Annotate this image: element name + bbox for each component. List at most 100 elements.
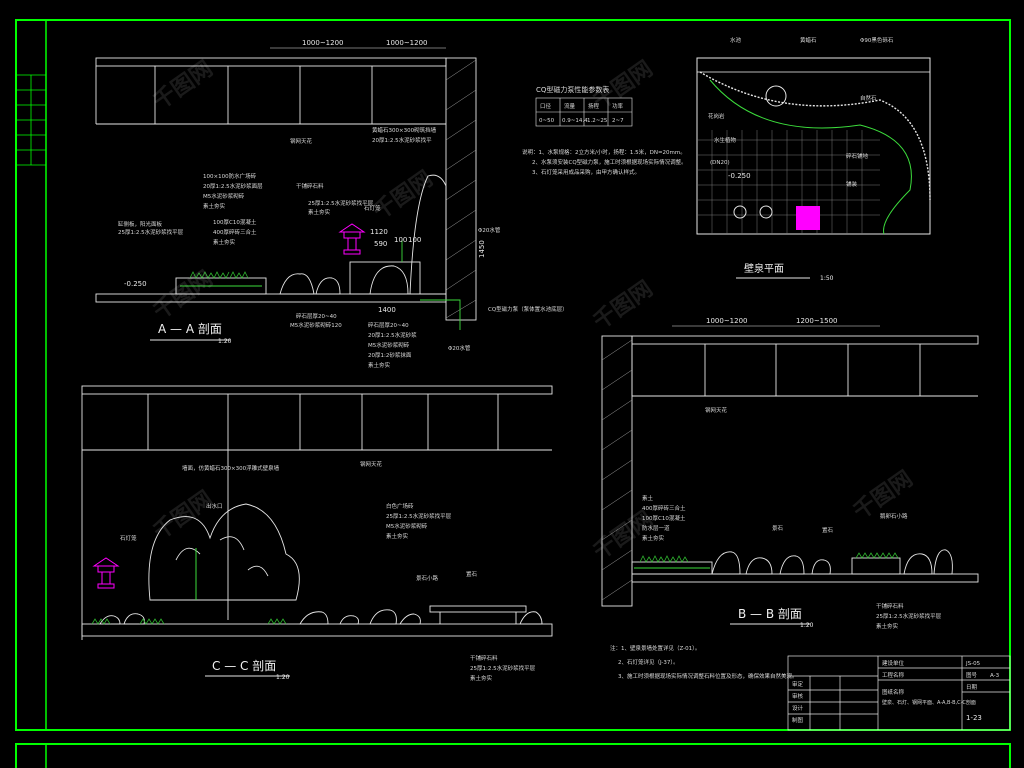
bb-bottom-callout-2: 25厚1:2.5水泥砂浆找平层 bbox=[876, 612, 942, 620]
cc-callout-3: M5水泥砂浆砌砖 bbox=[386, 522, 428, 530]
pump-value-1: 0~50 bbox=[539, 118, 555, 124]
aa-gravel-note: 碎石层厚20~40 bbox=[296, 312, 337, 320]
pump-header-2: 流量 bbox=[564, 102, 576, 110]
bb-callout-5: 素土夯实 bbox=[642, 534, 665, 542]
bb-right-callout-1: 景石 bbox=[772, 525, 784, 532]
outer-frame bbox=[15, 19, 1011, 731]
section-aa bbox=[95, 57, 477, 330]
aa-dim-fountain-3: 100 bbox=[394, 236, 407, 244]
tb-role-4: 制图 bbox=[792, 716, 804, 724]
bb-bottom-callout-1: 干铺碎石料 bbox=[876, 602, 904, 610]
cc-callout-2: 25厚1:2.5水泥砂浆找平层 bbox=[386, 512, 452, 520]
plan-pebble-edge bbox=[709, 79, 912, 235]
tb-drawing-no: 1-23 bbox=[966, 714, 982, 722]
bb-ceiling-note: 钢网天花 bbox=[705, 406, 728, 414]
aa-top-callout-2: 20厚1:2.5水泥砂浆找平 bbox=[372, 136, 432, 144]
aa-ceiling-note: 钢网天花 bbox=[290, 137, 313, 145]
section-bb bbox=[601, 335, 979, 607]
aa-mid-callout-3: M5水泥砂浆砌砖 bbox=[203, 192, 245, 200]
aa-fountain-basin bbox=[349, 261, 421, 295]
aa-top-callout-1: 黄蜡石300×300砌筑挡墙 bbox=[372, 126, 437, 134]
bb-ground-slab bbox=[631, 573, 979, 583]
cc-plants bbox=[91, 618, 287, 625]
plan-spring-ring bbox=[765, 85, 787, 107]
notes-bottom: 注：1、壁泉景墙处置详见（Z-01）。 2、石灯笼详见（J-37）。 3、施工时… bbox=[610, 644, 798, 680]
watermark-7: 千图网 bbox=[369, 167, 437, 225]
plan-label-3: 花岗岩 bbox=[708, 112, 725, 120]
aa-lamp-label: 石灯笼 bbox=[364, 204, 381, 212]
plan-label-4: 自然石 bbox=[860, 94, 877, 102]
aa-ceiling-slab bbox=[95, 57, 447, 67]
plan-stone-band bbox=[699, 71, 931, 201]
aa-mid-callout-6: 400厚碎砖三合土 bbox=[213, 228, 257, 236]
cc-water-label: 出水口 bbox=[206, 502, 223, 510]
aa-mid-callout-5: 100厚C10混凝土 bbox=[213, 218, 257, 226]
tb-sheet-label: 图纸名称 bbox=[882, 688, 905, 696]
aa-rock-1 bbox=[279, 273, 315, 295]
aa-scale: 1:20 bbox=[218, 338, 232, 345]
notes-bottom-3: 3、施工时须根据现场实际情况调整石料位置及形态，确保效果自然美观。 bbox=[618, 672, 798, 680]
watermark-4: 千图网 bbox=[589, 277, 657, 335]
notes-top-2: 2、水泵须安装CQ型磁力泵，施工时须根据现场实际情况调整。 bbox=[532, 158, 687, 166]
aa-right-callout-1: 干铺碎石料 bbox=[296, 182, 324, 190]
bb-dim-top-1: 1000~1200 bbox=[706, 317, 748, 325]
cc-bottom-callout-1: 干铺碎石料 bbox=[470, 654, 498, 662]
aa-dim-bottom: 1400 bbox=[378, 306, 396, 314]
cc-rockery bbox=[148, 503, 300, 601]
tb-code: JS-05 bbox=[965, 661, 981, 667]
aa-title: A — A 剖面 bbox=[158, 322, 222, 336]
bb-wall bbox=[601, 335, 633, 607]
plan-label-2: 黄蜡石 bbox=[800, 36, 817, 44]
bb-callout-1: 素土 bbox=[642, 494, 654, 502]
notes-bottom-2: 2、石灯笼详见（J-37）。 bbox=[618, 658, 679, 666]
plan-label-8: (DN20) bbox=[710, 160, 730, 166]
notes-top-3: 3、石灯笼采用成品采购，由甲方确认样式。 bbox=[532, 168, 640, 176]
cc-side-callout-1: 景石小路 bbox=[416, 574, 439, 582]
aa-mid-callout-7: 素土夯实 bbox=[213, 238, 236, 246]
pump-header-1: 口径 bbox=[540, 102, 552, 110]
notes-top: 说明：1、水泵规格：2立方米/小时，扬程：1.5米，DN=20mm。 2、水泵须… bbox=[522, 148, 687, 176]
watermark-5: 千图网 bbox=[149, 487, 217, 545]
pump-table-title: CQ型磁力泵性能参数表 bbox=[536, 85, 609, 94]
aa-bottom-callout-3: M5水泥砂浆砌砖 bbox=[368, 341, 410, 349]
pump-table: CQ型磁力泵性能参数表 口径 流量 扬程 功率 0~50 0.9~14.4 1.… bbox=[535, 85, 633, 127]
aa-dim-top-2: 1000~1200 bbox=[386, 39, 428, 47]
tb-project-label: 建设单位 bbox=[882, 659, 905, 667]
aa-bottom-callout-2: 20厚1:2.5水泥砂浆 bbox=[368, 331, 417, 339]
aa-pipe bbox=[420, 299, 461, 330]
plan-stone-1 bbox=[733, 205, 747, 219]
inner-frame bbox=[45, 19, 1011, 731]
cc-texts: 钢网天花 墙面，仿黄蜡石300×300浮雕式壁泉墙 出水口 石灯笼 白色广场砖 … bbox=[120, 460, 536, 682]
bb-right-callout-3: 鹅卵石小路 bbox=[880, 512, 908, 520]
bb-scale: 1:20 bbox=[800, 622, 814, 629]
aa-left-callout-1: 缸侧板，阳光面板 bbox=[118, 220, 163, 228]
bb-callout-2: 400厚碎砖三合土 bbox=[642, 504, 686, 512]
cc-scale: 1:20 bbox=[276, 674, 290, 681]
pump-value-3: 1.2~25 bbox=[587, 118, 608, 124]
bb-bottom-callout-3: 素土夯实 bbox=[876, 622, 899, 630]
bb-callout-3: 100厚C10混凝土 bbox=[642, 514, 686, 522]
aa-mid-callout-4: 素土夯实 bbox=[203, 202, 226, 210]
tb-role-1: 审定 bbox=[792, 680, 804, 688]
aa-right-callout-2: 25厚1:2.5水泥砂浆找平层 bbox=[308, 199, 374, 207]
watermark-3: 千图网 bbox=[149, 267, 217, 325]
next-sheet-frame bbox=[15, 743, 1011, 768]
bb-title: B — B 剖面 bbox=[738, 607, 802, 621]
plan-label-9: 铺装 bbox=[846, 180, 858, 188]
pump-value-2: 0.9~14.4 bbox=[562, 118, 588, 124]
aa-dim-fountain-4: 100 bbox=[408, 236, 421, 244]
plan-label-6: Φ90黑色砾石 bbox=[860, 36, 894, 44]
tb-revision: A-3 bbox=[990, 673, 1000, 679]
aa-bottom-callout-4: 20厚1:2砂浆抹面 bbox=[368, 351, 412, 359]
bb-pool bbox=[631, 561, 713, 575]
title-block-texts: 建设单位 工程名称 图纸名称 壁泉、石灯、钢网平面、A-A,B-B,C-C剖面 … bbox=[792, 659, 1000, 724]
aa-level: -0.250 bbox=[124, 280, 147, 288]
binding-strip bbox=[16, 74, 46, 166]
cc-callout-1: 白色广场砖 bbox=[386, 502, 414, 510]
plan-label-5: 碎石铺地 bbox=[846, 152, 869, 160]
pump-header-3: 扬程 bbox=[588, 102, 600, 110]
aa-plants bbox=[189, 271, 249, 279]
tb-role-2: 审核 bbox=[792, 692, 804, 700]
cc-bottom-callout-3: 素土夯实 bbox=[470, 674, 493, 682]
